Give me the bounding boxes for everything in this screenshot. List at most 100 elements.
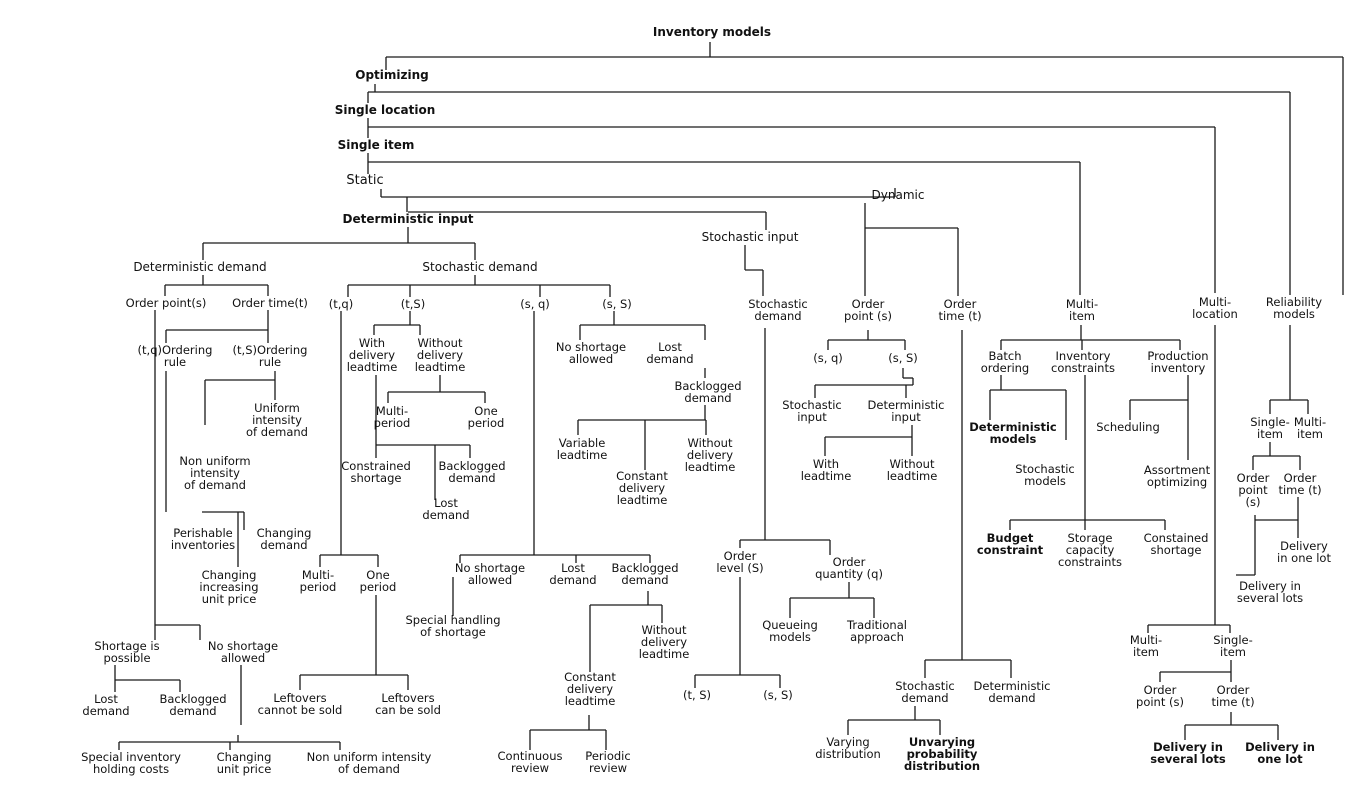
- node-backlogged-demand-3: Backlogged demand: [611, 561, 679, 587]
- node-without-delivery-leadtime-3: Without delivery leadtime: [684, 436, 736, 474]
- node-ts-2: (t, S): [682, 688, 712, 702]
- node-delivery-one-lot-1: Delivery in one lot: [1245, 740, 1315, 766]
- node-ts-ordering-rule: (t,S)Ordering rule: [232, 343, 308, 369]
- node-backlogged-demand-2: Backlogged demand: [438, 459, 506, 485]
- node-variable-leadtime: Variable leadtime: [556, 436, 608, 462]
- node-stochastic-models: Stochastic models: [1015, 462, 1075, 488]
- node-shortage-possible: Shortage is possible: [94, 639, 160, 665]
- node-stochastic-demand: Stochastic demand: [422, 260, 538, 274]
- node-sq: (s, q): [520, 297, 550, 311]
- node-single-item-2: Single- item: [1213, 633, 1253, 659]
- node-changing-unit-price: Changing unit price: [216, 750, 272, 776]
- node-batch-ordering: Batch ordering: [980, 349, 1030, 375]
- node-unvarying-probability-distribution: Unvarying probability distribution: [903, 735, 981, 773]
- node-no-shortage-allowed-1: No shortage allowed: [207, 639, 279, 665]
- node-stochastic-demand-2: Stochastic demand: [748, 297, 808, 323]
- node-without-delivery-leadtime-2: Without delivery leadtime: [638, 623, 690, 661]
- node-stochastic-input: Stochastic input: [701, 230, 799, 244]
- node-special-inventory-holding: Special inventory holding costs: [81, 750, 181, 776]
- node-stochastic-demand-3: Stochastic demand: [895, 679, 955, 705]
- node-delivery-several-lots-2: Delivery in several lots: [1236, 579, 1304, 605]
- node-multi-item-2: Multi- item: [1129, 633, 1163, 659]
- node-uniform-intensity: Uniform intensity of demand: [246, 401, 308, 439]
- node-one-period-2: One period: [467, 404, 505, 430]
- node-order-level-s: Order level (S): [716, 549, 764, 575]
- node-order-quantity-q: Order quantity (q): [815, 555, 883, 581]
- node-deterministic-models: Deterministic models: [969, 420, 1057, 446]
- node-ts: (t,S): [400, 297, 426, 311]
- node-backlogged-demand-1: Backlogged demand: [159, 692, 227, 718]
- node-varying-distribution: Varying distribution: [815, 735, 881, 761]
- node-single-item-3: Single- item: [1250, 415, 1290, 441]
- node-no-shortage-allowed-2: No shortage allowed: [454, 561, 526, 587]
- node-without-leadtime: Without leadtime: [886, 457, 938, 483]
- node-lost-demand-2: Lost demand: [422, 496, 470, 522]
- node-multi-location: Multi- location: [1192, 295, 1238, 321]
- node-production-inventory: Production inventory: [1147, 349, 1209, 375]
- node-with-delivery-leadtime: With delivery leadtime: [346, 336, 398, 374]
- node-single-location: Single location: [334, 103, 436, 117]
- node-lost-demand-1: Lost demand: [82, 692, 130, 718]
- node-order-time-t-2: Order time (t): [938, 297, 982, 323]
- node-multi-period-2: Multi- period: [373, 404, 411, 430]
- node-tq-ordering-rule: (t,q)Ordering rule: [137, 343, 213, 369]
- node-perishable-inventories: Perishable inventories: [170, 526, 236, 552]
- node-deterministic-input: Deterministic input: [342, 212, 474, 226]
- node-sq-2: (s, q): [813, 351, 843, 365]
- node-order-point-s-3: Order point (s): [1136, 683, 1184, 709]
- node-multi-period-1: Multi- period: [299, 568, 337, 594]
- node-tq: (t,q): [328, 297, 354, 311]
- title-inventory-models: Inventory models: [652, 25, 772, 39]
- node-delivery-several-lots-1: Delivery in several lots: [1150, 740, 1226, 766]
- node-continuous-review: Continuous review: [497, 749, 563, 775]
- node-non-uniform-intensity: Non uniform intensity of demand: [179, 454, 251, 492]
- node-order-time-t-4: Order time (t): [1278, 471, 1322, 497]
- node-order-time-t-3: Order time (t): [1211, 683, 1255, 709]
- node-multi-item-3: Multi- item: [1293, 415, 1327, 441]
- node-non-uniform-intensity-2: Non uniform intensity of demand: [306, 750, 432, 776]
- node-ss: (s, S): [602, 297, 632, 311]
- node-constant-delivery-leadtime-1: Constant delivery leadtime: [616, 469, 668, 507]
- node-lost-demand-4: Lost demand: [646, 340, 694, 366]
- node-leftovers-can-be-sold: Leftovers can be sold: [375, 691, 441, 717]
- node-one-period-1: One period: [359, 568, 397, 594]
- node-periodic-review: Periodic review: [585, 749, 631, 775]
- node-stochastic-input-2: Stochastic input: [782, 398, 842, 424]
- node-dynamic: Dynamic: [871, 188, 925, 202]
- node-multi-item: Multi- item: [1065, 297, 1099, 323]
- node-deterministic-input-2: Deterministic input: [867, 398, 945, 424]
- node-deterministic-demand: Deterministic demand: [133, 260, 267, 274]
- node-order-point-s-4: Order point (s): [1236, 471, 1270, 509]
- node-changing-increasing-unit-price: Changing increasing unit price: [199, 568, 259, 606]
- node-order-time-t: Order time(t): [232, 296, 308, 310]
- node-no-shortage-allowed-3: No shortage allowed: [555, 340, 627, 366]
- node-deterministic-demand-3: Deterministic demand: [973, 679, 1051, 705]
- node-storage-capacity-constraints: Storage capacity constraints: [1058, 531, 1122, 569]
- node-scheduling: Scheduling: [1096, 420, 1160, 434]
- node-changing-demand: Changing demand: [256, 526, 312, 552]
- node-delivery-one-lot-2: Delivery in one lot: [1277, 539, 1331, 565]
- node-without-delivery-leadtime-1: Without delivery leadtime: [414, 336, 466, 374]
- node-order-point-s-2: Order point (s): [844, 297, 892, 323]
- node-assortment-optimizing: Assortment optimizing: [1143, 463, 1211, 489]
- node-leftovers-cannot-be-sold: Leftovers cannot be sold: [257, 691, 343, 717]
- tree-connectors: [114, 42, 1344, 750]
- node-constained-shortage: Constained shortage: [1143, 531, 1209, 557]
- node-reliability-models: Reliability models: [1265, 295, 1323, 321]
- node-traditional-approach: Traditional approach: [847, 618, 907, 644]
- node-constant-delivery-leadtime-2: Constant delivery leadtime: [564, 670, 616, 708]
- node-inventory-constraints: Inventory constraints: [1051, 349, 1115, 375]
- node-constrained-shortage: Constrained shortage: [341, 459, 411, 485]
- node-queueing-models: Queueing models: [762, 618, 818, 644]
- node-lost-demand-3: Lost demand: [549, 561, 597, 587]
- node-backlogged-demand-4: Backlogged demand: [674, 379, 742, 405]
- node-ss-3: (s, S): [888, 351, 918, 365]
- node-single-item: Single item: [337, 138, 415, 152]
- node-optimizing: Optimizing: [355, 68, 429, 82]
- node-static: Static: [346, 173, 384, 188]
- node-special-handling-of-shortage: Special handling of shortage: [405, 613, 501, 639]
- node-order-point-s: Order point(s): [125, 296, 207, 310]
- node-ss-2: (s, S): [763, 688, 793, 702]
- node-budget-constraint: Budget constraint: [976, 531, 1044, 557]
